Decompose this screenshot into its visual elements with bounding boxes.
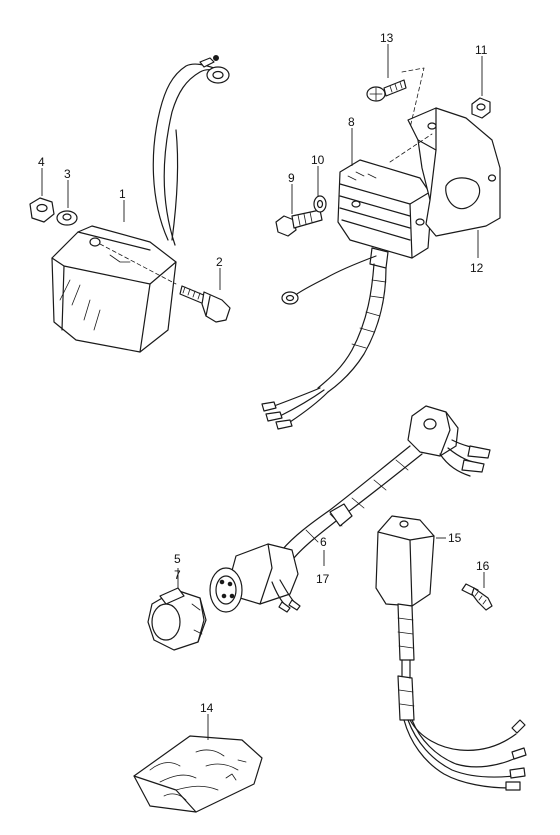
label-part-13: 13	[380, 31, 394, 45]
part-12-bracket	[389, 67, 501, 237]
label-part-9: 9	[288, 171, 295, 185]
part-3-washer	[56, 210, 78, 226]
part-9-bolt	[275, 209, 323, 237]
part-4-nut	[29, 197, 55, 223]
label-part-4: 4	[38, 155, 45, 169]
label-part-3: 3	[64, 167, 71, 181]
label-part-7: 7	[174, 568, 181, 582]
label-part-17: 17	[316, 572, 330, 586]
part-10-washer	[313, 195, 327, 213]
part-14-bag	[133, 735, 263, 813]
callout-labels: 1 2 3 4 5 7 6 17 8 9 10 11 12 13 14 15 1…	[38, 31, 490, 715]
label-part-14: 14	[200, 701, 214, 715]
part-11-nut	[471, 97, 491, 119]
label-part-2: 2	[216, 255, 223, 269]
part-2-bolt	[179, 285, 231, 323]
label-part-15: 15	[448, 531, 462, 545]
part-15-module	[375, 515, 527, 791]
label-part-6: 6	[320, 535, 327, 549]
part-1-coil-box	[51, 55, 230, 353]
label-part-1: 1	[119, 187, 126, 201]
part-8-rectifier	[261, 159, 433, 430]
part-5-cap	[147, 587, 207, 651]
label-part-11: 11	[475, 43, 488, 57]
label-part-8: 8	[348, 115, 355, 129]
part-6-harness	[209, 405, 491, 613]
leader-lines	[41, 44, 485, 740]
label-part-10: 10	[311, 153, 325, 167]
part-13-screw	[366, 79, 407, 102]
label-part-12: 12	[470, 261, 484, 275]
part-16-screw	[461, 583, 493, 611]
label-part-16: 16	[476, 559, 490, 573]
label-part-5: 5	[174, 552, 181, 566]
